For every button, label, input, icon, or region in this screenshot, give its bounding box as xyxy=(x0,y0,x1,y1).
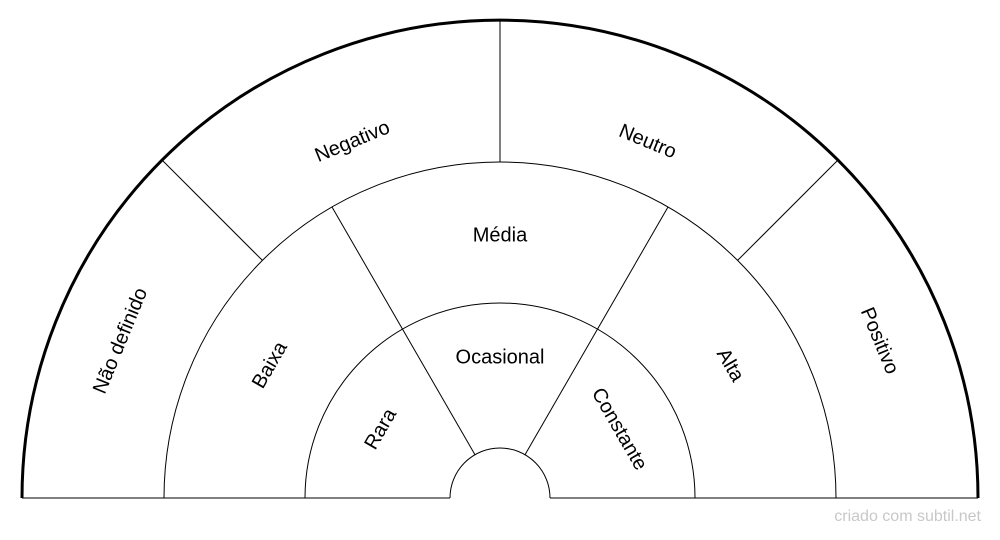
segment-divider-6 xyxy=(402,328,476,455)
inner-segment-label-0: Rara xyxy=(360,404,401,453)
middle-segment-label-2: Alta xyxy=(712,345,749,387)
segment-divider-5 xyxy=(524,328,598,455)
outer-segment-label-2: Neutro xyxy=(616,120,680,163)
middle-segment-label-1: Média xyxy=(473,224,528,246)
inner-segment-label-1: Ocasional xyxy=(456,346,545,368)
segment-divider-3 xyxy=(597,206,669,330)
middle-segment-label-0: Baixa xyxy=(248,337,293,392)
segment-divider-2 xyxy=(161,159,263,261)
segment-divider-0 xyxy=(737,159,839,261)
inner-segment-label-2: Constante xyxy=(587,384,652,474)
inner-ring-arc xyxy=(304,302,696,499)
outer-segment-label-1: Negativo xyxy=(312,116,393,167)
credit-text: criado com subtil.net xyxy=(834,508,981,525)
outer-segment-label-3: Positivo xyxy=(856,304,903,377)
outer-segment-label-0: Não definido xyxy=(89,285,152,397)
hub-arc xyxy=(449,447,551,499)
diagram-lines xyxy=(20,18,980,499)
segment-divider-4 xyxy=(331,206,403,330)
